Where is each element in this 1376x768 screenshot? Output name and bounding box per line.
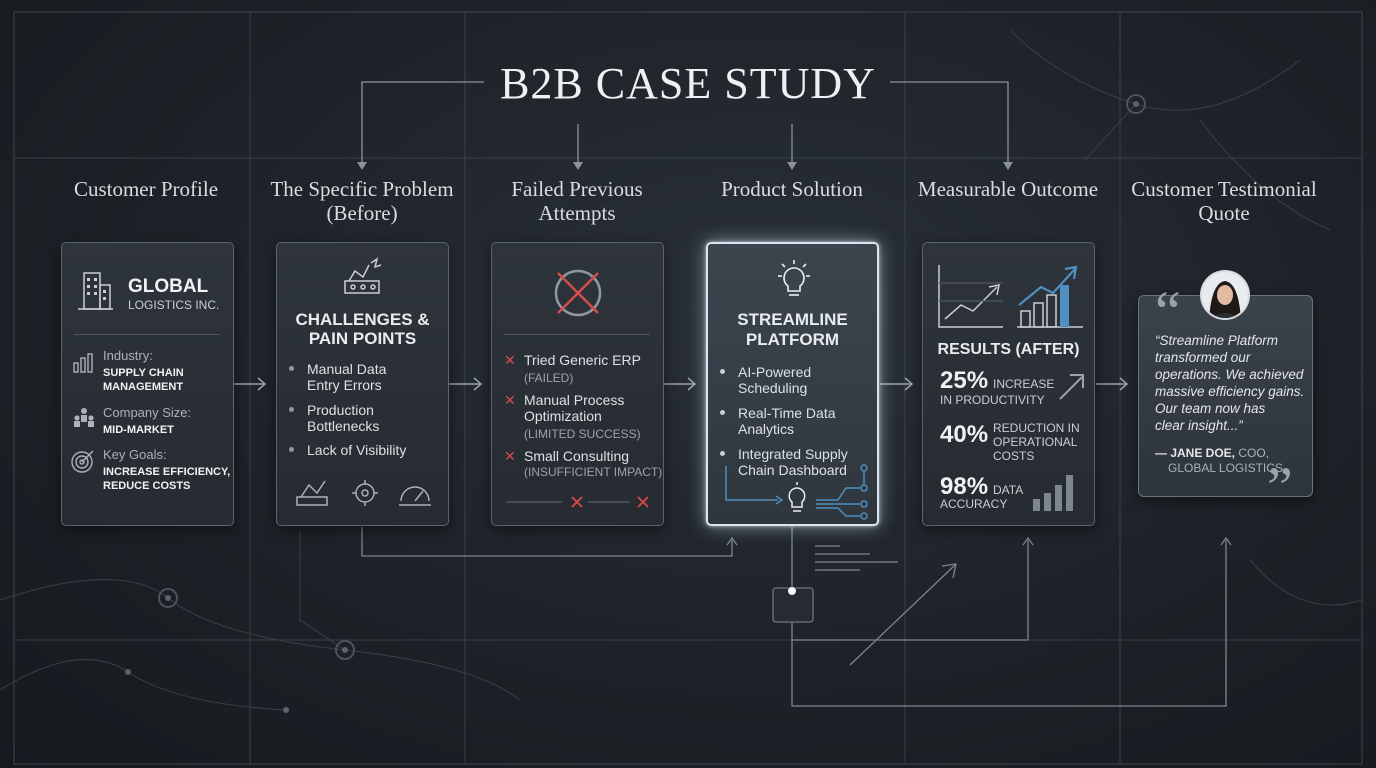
- company-size-value: MID-MARKET: [103, 424, 174, 436]
- outcome-card: RESULTS (AFTER) 25% INCREASE IN PRODUCTI…: [922, 242, 1095, 526]
- column-title-customer-profile: Customer Profile: [73, 177, 219, 201]
- failed-attempts-card: ✕Tried Generic ERP (FAILED) ✕Manual Proc…: [491, 242, 664, 526]
- arrow-up-icon: [1059, 374, 1084, 400]
- testimonial-author: — JANE DOE, COO, GLOBAL LOGISTICS: [1155, 446, 1283, 475]
- bar-chart-icon: [1033, 475, 1073, 511]
- solution-network-icon: [725, 464, 868, 520]
- challenges-heading-1: CHALLENGES &: [295, 310, 430, 329]
- key-goals-label: Key Goals:: [103, 447, 167, 462]
- industry-label: Industry:: [103, 348, 153, 363]
- column-title-problem: The Specific Problem (Before): [270, 177, 454, 225]
- failed-track: [506, 496, 649, 508]
- growth-charts-icon: [938, 265, 1083, 328]
- column-title-solution: Product Solution: [721, 177, 863, 201]
- testimonial-quote: “Streamline Platform transformed our ope…: [1155, 333, 1305, 433]
- key-goals-value-2: REDUCE COSTS: [103, 480, 191, 492]
- team-icon: [74, 408, 94, 427]
- challenges-heading-2: PAIN POINTS: [308, 329, 417, 348]
- metric-accuracy: 98% DATA ACCURACY: [940, 473, 1024, 511]
- close-quote-icon: ”: [1267, 455, 1293, 520]
- open-quote-icon: “: [1155, 279, 1181, 344]
- industry-value-1: SUPPLY CHAIN: [103, 367, 184, 379]
- divider: [504, 334, 650, 335]
- solution-heading-1: STREAMLINE: [737, 310, 848, 329]
- broken-machine-icon: [344, 257, 382, 294]
- metric-productivity: 25% INCREASE IN PRODUCTIVITY: [940, 367, 1055, 407]
- failed-item: ✕Small Consulting (INSUFFICIENT IMPACT): [504, 448, 663, 479]
- x-icon: ✕: [504, 448, 516, 464]
- company-name-rest: LOGISTICS INC.: [128, 298, 220, 312]
- key-goals-value-1: INCREASE EFFICIENCY,: [103, 466, 231, 478]
- failed-item: ✕Tried Generic ERP (FAILED): [504, 352, 641, 385]
- failed-item: ✕Manual Process Optimization (LIMITED SU…: [504, 392, 641, 441]
- bar-chart-icon: [73, 353, 93, 373]
- testimonial-card: “ “Streamline Platform transformed our o…: [1138, 282, 1313, 518]
- lightbulb-icon: [778, 260, 810, 296]
- divider: [74, 334, 220, 335]
- company-name: GLOBAL: [128, 276, 209, 297]
- target-icon: [71, 450, 94, 473]
- avatar: [1200, 270, 1250, 320]
- problem-icons-row: [296, 480, 431, 506]
- solution-heading-2: PLATFORM: [745, 330, 840, 349]
- company-size-label: Company Size:: [103, 405, 192, 420]
- page-title: B2B CASE STUDY: [500, 59, 876, 108]
- customer-profile-card: GLOBAL LOGISTICS INC. Industry: SUPPLY C…: [61, 242, 234, 526]
- x-icon: ✕: [504, 392, 516, 408]
- results-heading: RESULTS (AFTER): [937, 341, 1080, 358]
- industry-value-2: MANAGEMENT: [103, 381, 184, 393]
- cancel-icon: [554, 269, 602, 317]
- column-title-testimonial: Customer Testimonial Quote: [1131, 177, 1317, 225]
- building-icon: [78, 272, 113, 310]
- column-title-outcome: Measurable Outcome: [917, 177, 1099, 201]
- column-title-failed-attempts: Failed Previous Attempts: [511, 177, 643, 225]
- x-icon: ✕: [504, 352, 516, 368]
